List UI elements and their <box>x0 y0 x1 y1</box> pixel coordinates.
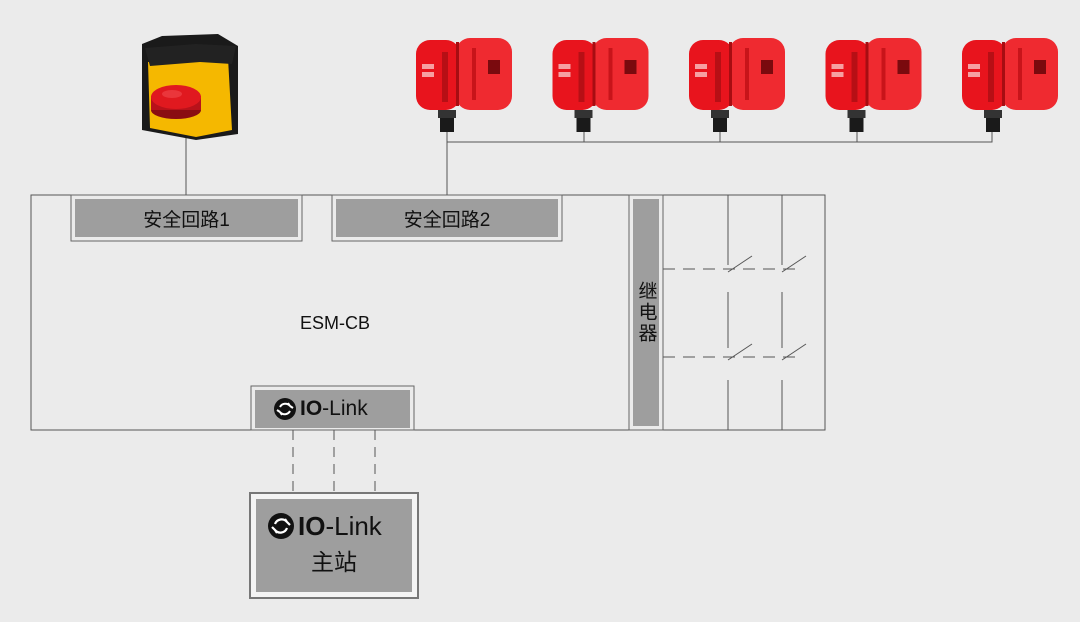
esm-cb-label: ESM-CB <box>299 312 370 333</box>
io-link-label-suffix: -Link <box>322 397 368 420</box>
relay-contacts <box>663 195 807 430</box>
emergency-stop-button <box>142 34 238 140</box>
circuit-2-label: 安全回路2 <box>403 209 491 231</box>
io-link-connections <box>292 430 376 493</box>
master-label: IO-Link <box>298 508 412 544</box>
master-io-link-logo-icon <box>268 513 294 539</box>
circuit-2-box <box>336 199 558 237</box>
relay-label: 继电器 <box>635 281 657 344</box>
safety-sensor <box>552 38 649 132</box>
safety-sensor <box>962 38 1058 132</box>
master-sublabel: 主站 <box>311 549 357 575</box>
circuit-1-box <box>75 199 298 237</box>
sensor-chain-wires <box>446 128 993 143</box>
io-link-label: IO-Link <box>300 390 410 428</box>
safety-sensor <box>825 38 922 132</box>
relay-box <box>633 199 659 426</box>
circuit-1-label: 安全回路1 <box>143 209 230 231</box>
relay-frame <box>628 194 664 431</box>
master-label-suffix: -Link <box>325 510 382 541</box>
io-link-logo-icon <box>274 398 296 420</box>
master-label-prefix: IO <box>298 510 326 541</box>
io-link-label-prefix: IO <box>300 397 323 420</box>
safety-sensor <box>689 38 785 132</box>
io-link-frame <box>250 385 415 431</box>
safety-sensor <box>416 38 512 132</box>
safety-sensors <box>416 38 1058 132</box>
